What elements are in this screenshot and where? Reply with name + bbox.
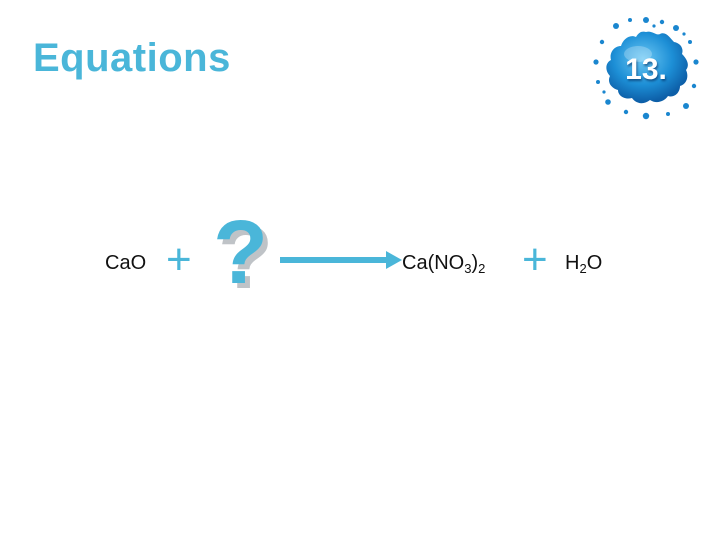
reactant-cao-o: O [130,252,147,274]
slide-number: 13. [625,53,667,86]
product-2-subscript: 2 [579,261,587,276]
plus-sign-2: + [522,235,548,284]
slide-number-badge: 13. [590,12,702,124]
product-1-prefix: Ca(NO [402,252,465,274]
product-calcium-nitrate: Ca(NO3)2 [402,252,486,276]
slide-title: Equations [33,36,231,80]
product-water: H2O [565,252,603,276]
paint-splash-icon [593,17,699,120]
product-1-subscript-1: 3 [464,261,472,276]
product-2-prefix: H [565,252,580,274]
unknown-reactant: ? [213,203,268,303]
reactant-cao: CaO [105,253,146,273]
plus-sign-1: + [166,235,192,284]
product-1-subscript-2: 2 [478,261,486,276]
right-arrow-icon [280,251,402,269]
product-2-suffix: O [586,252,603,274]
reactant-cao-ca: Ca [105,252,131,274]
product-1-mid: ) [471,252,479,274]
